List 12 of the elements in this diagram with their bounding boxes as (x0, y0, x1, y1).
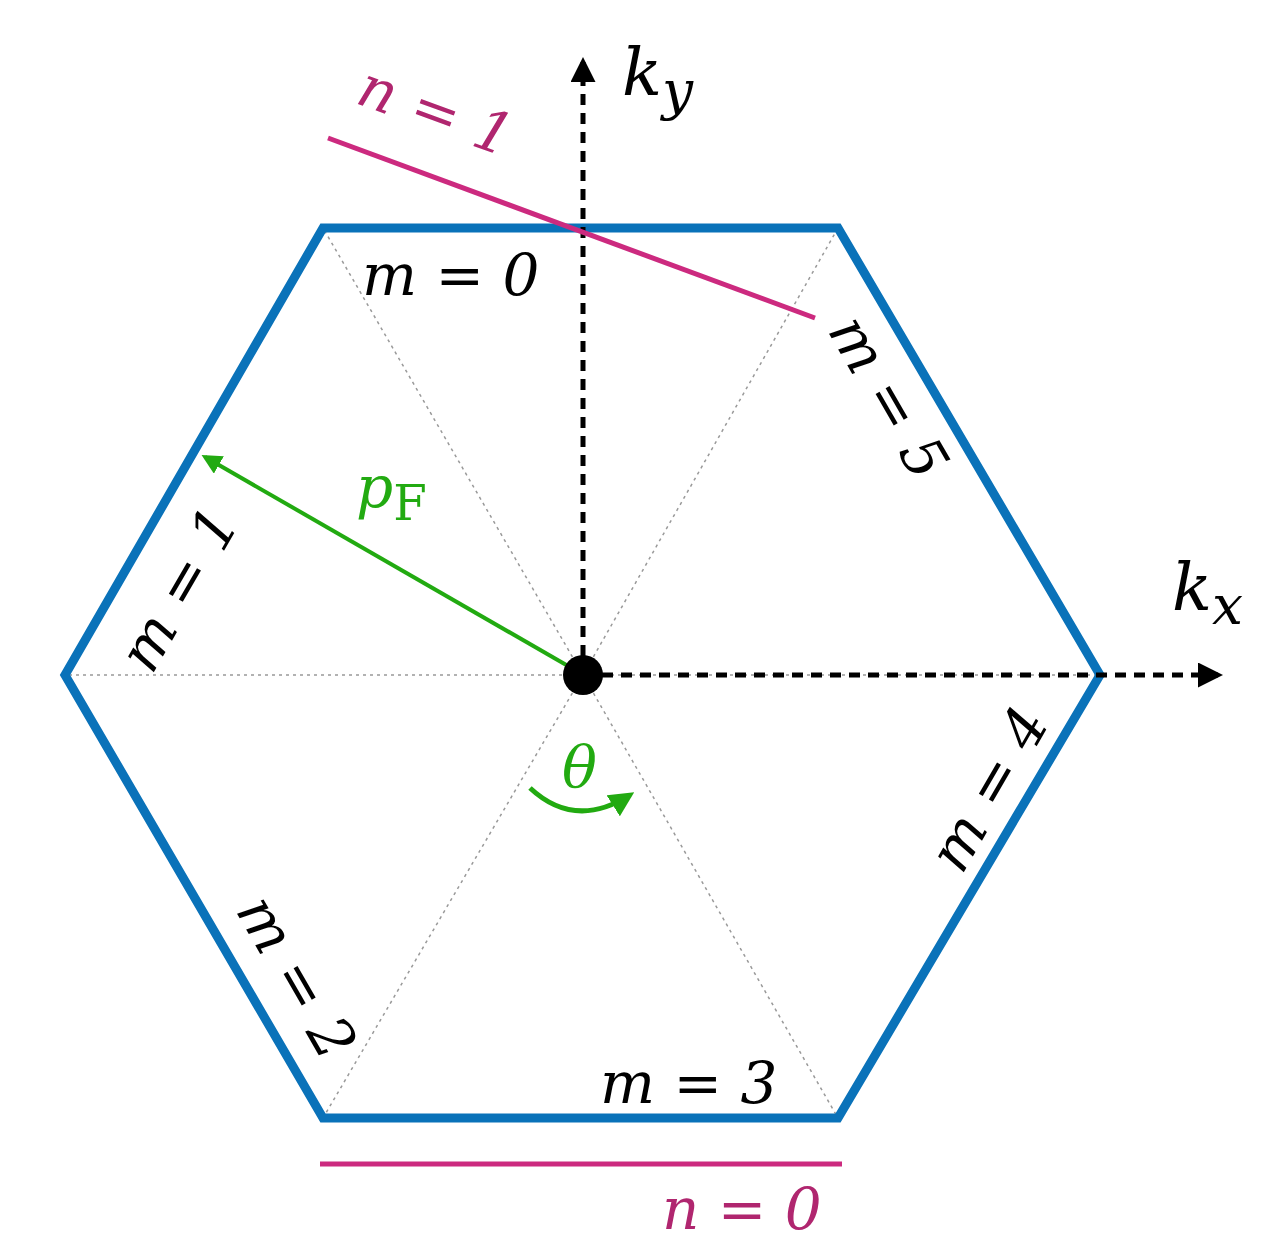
sector-label: m = 1 (109, 497, 249, 681)
sector-label: m = 5 (819, 305, 959, 489)
axis-label: k$_{x}$ (1172, 555, 1244, 634)
angle-label: θ (562, 738, 597, 796)
sector-label: m = 2 (227, 885, 367, 1069)
line-label: n = 1 (350, 56, 521, 166)
sector-label: m = 4 (919, 697, 1059, 881)
axis-label: k$_{y}$ (622, 40, 694, 119)
vector-label: p$_{F}$ (356, 458, 427, 527)
sector-label: m = 3 (600, 1054, 778, 1112)
line-label: n = 0 (662, 1180, 822, 1238)
sector-label: m = 0 (362, 246, 540, 304)
